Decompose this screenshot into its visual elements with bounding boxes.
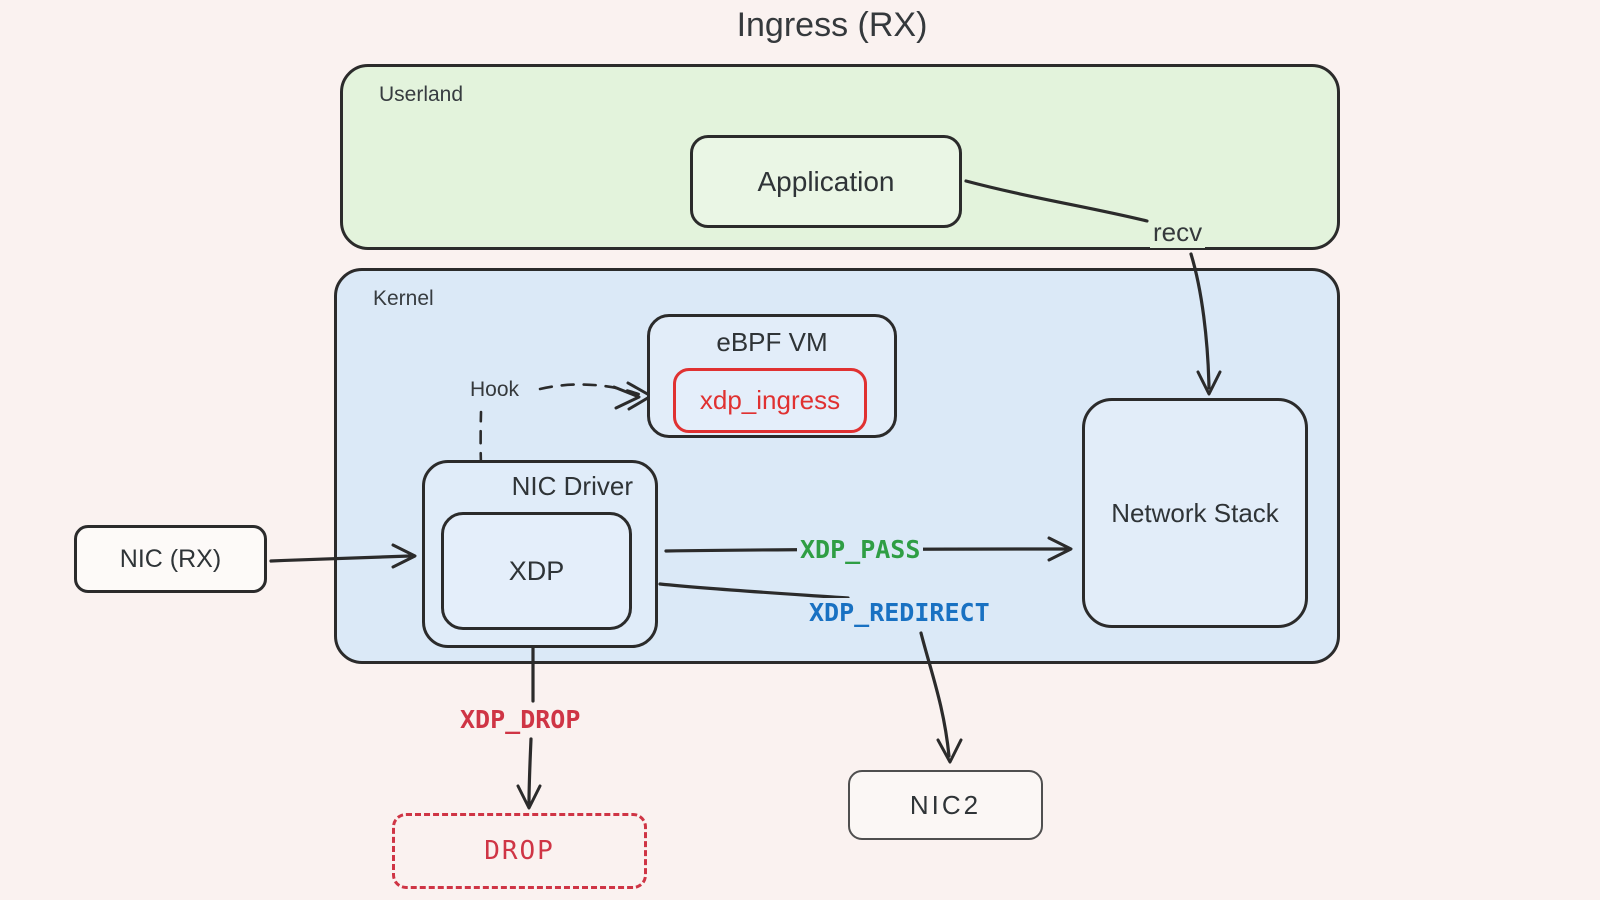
xdp-pass-edge-label: XDP_PASS (797, 535, 924, 564)
kernel-region-label: Kernel (373, 287, 434, 310)
ebpf-vm-label: eBPF VM (716, 327, 828, 357)
nic-to-xdp-arrow (269, 543, 417, 569)
nic-rx-node: NIC (RX) (74, 525, 267, 593)
xdp-redirect-edge-label: XDP_REDIRECT (806, 598, 993, 627)
xdp-ingress-node: xdp_ingress (673, 368, 867, 433)
drop-node: DROP (392, 813, 647, 889)
xdp-ingress-label: xdp_ingress (699, 385, 841, 415)
xdp-label: XDP (508, 555, 565, 586)
hook-edge-label: Hook (466, 378, 524, 402)
nic-driver-label: NIC Driver (511, 471, 633, 501)
nic2-node: NIC2 (848, 770, 1043, 840)
xdp-node: XDP (441, 512, 632, 630)
xdp-redirect-arrow (658, 582, 963, 764)
diagram-title: Ingress (RX) (736, 6, 928, 44)
nic-rx-label: NIC (RX) (119, 544, 222, 573)
network-stack-node: Network Stack (1082, 398, 1308, 628)
application-node: Application (690, 135, 962, 228)
nic2-label: NIC2 (909, 789, 982, 820)
drop-label: DROP (484, 836, 555, 866)
application-label: Application (757, 165, 895, 197)
xdp-drop-edge-label: XDP_DROP (460, 705, 581, 734)
network-stack-label: Network Stack (1111, 497, 1279, 528)
userland-region-label: Userland (379, 83, 464, 106)
recv-edge-label: recv (1150, 217, 1206, 248)
recv-arrow (964, 179, 1222, 396)
